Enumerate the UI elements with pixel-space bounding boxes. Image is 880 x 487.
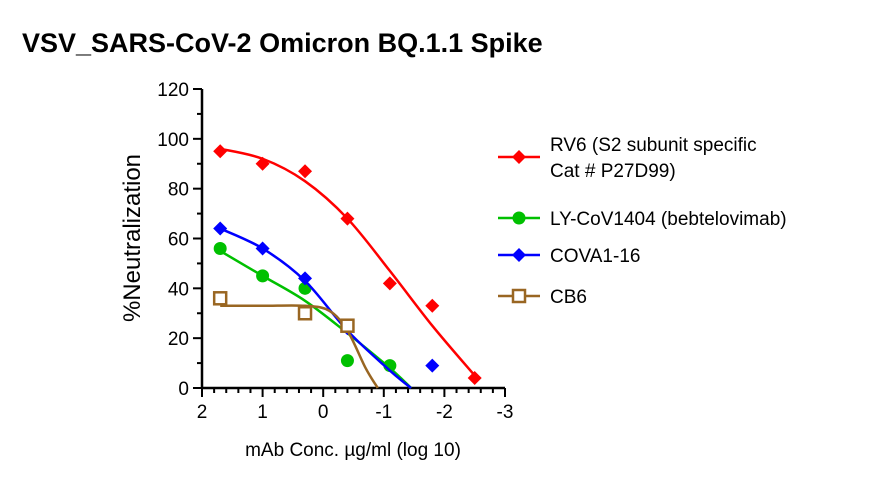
data-point (298, 271, 313, 286)
data-point (425, 358, 440, 373)
fit-curve (219, 249, 412, 389)
y-tick-label: 40 (168, 279, 189, 300)
series-3 (212, 291, 379, 389)
data-point (298, 164, 313, 179)
x-tick-label: -1 (375, 402, 392, 423)
y-tick-label: 100 (157, 130, 189, 151)
x-tick-label: 0 (318, 402, 329, 423)
data-point (213, 221, 228, 236)
x-tick-label: 2 (197, 402, 208, 423)
data-point (467, 371, 482, 386)
legend-label: Cat # P27D99) (550, 161, 676, 182)
y-axis-label: %Neutralization (119, 154, 146, 322)
data-point (297, 306, 313, 321)
y-tick-label: 0 (178, 379, 189, 400)
x-tick-label: 1 (257, 402, 268, 423)
x-axis-label: mAb Conc. µg/ml (log 10) (245, 440, 461, 461)
data-point (213, 144, 228, 159)
legend-marker (511, 288, 527, 304)
data-point (425, 298, 440, 313)
fit-curve (219, 147, 476, 377)
data-point (256, 269, 270, 283)
data-point (255, 241, 270, 256)
chart-title: VSV_SARS-CoV-2 Omicron BQ.1.1 Spike (22, 28, 543, 58)
legend-marker (512, 211, 526, 225)
y-tick-label: 20 (168, 329, 189, 350)
legend-marker (512, 150, 526, 164)
legend-label: CB6 (550, 287, 587, 308)
y-tick-label: 60 (168, 230, 189, 251)
fit-curve (220, 304, 379, 389)
legend-label: LY-CoV1404 (bebtelovimab) (550, 209, 787, 230)
legend-label: COVA1-16 (550, 246, 640, 267)
data-point (255, 156, 270, 171)
series-1 (213, 241, 412, 389)
data-point (213, 241, 227, 255)
data-point (340, 318, 355, 333)
legend-label: RV6 (S2 subunit specific (550, 135, 757, 156)
legend-marker (512, 248, 526, 262)
data-point (340, 211, 355, 226)
series-2 (213, 221, 440, 389)
data-point (212, 291, 228, 306)
data-point (382, 276, 397, 291)
data-point (340, 354, 354, 368)
series-0 (213, 144, 482, 386)
y-tick-label: 120 (157, 80, 189, 101)
x-tick-label: -2 (436, 402, 453, 423)
y-tick-label: 80 (168, 180, 189, 201)
x-tick-label: -3 (497, 402, 514, 423)
